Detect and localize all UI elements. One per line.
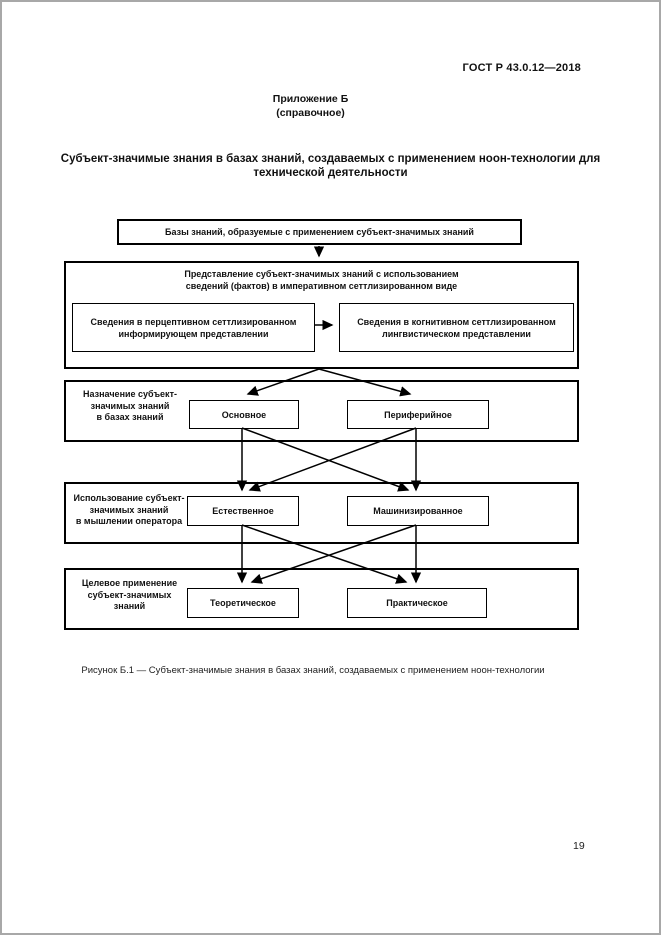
knowledge-bases-box: Базы знаний, образуемые с применением су… (117, 219, 522, 245)
section-title: Субъект-значимые знания в базах знаний, … (60, 153, 601, 179)
purpose-band-label: Назначение субъект- значимых знаний в ба… (83, 389, 177, 422)
representation-box-title: Представление субъект-значимых знаний с … (184, 269, 459, 291)
application-practical-box: Практическое (347, 588, 487, 618)
application-band-label: Целевое применение субъект-значимых знан… (81, 578, 178, 611)
purpose-main-box: Основное (189, 400, 299, 429)
usage-band-label: Использование субъект- значимых знаний в… (73, 493, 185, 526)
application-theoretical-box: Теоретическое (187, 588, 299, 618)
application-band: Целевое применение субъект-значимых знан… (64, 568, 579, 630)
representation-box: Представление субъект-значимых знаний с … (64, 261, 579, 369)
usage-band: Использование субъект- значимых знаний в… (64, 482, 579, 544)
appendix-heading: Приложение Б (справочное) (2, 92, 619, 120)
page-number: 19 (573, 840, 585, 852)
usage-natural-box: Естественное (187, 496, 299, 526)
usage-machine-box: Машинизированное (347, 496, 489, 526)
perceptive-representation-box: Сведения в перцептивном сеттлизированном… (72, 303, 315, 352)
purpose-band: Назначение субъект- значимых знаний в ба… (64, 380, 579, 442)
purpose-peripheral-box: Периферийное (347, 400, 489, 429)
figure-caption: Рисунок Б.1 — Субъект-значимые знания в … (81, 665, 545, 676)
appendix-subtitle: (справочное) (276, 107, 345, 119)
doc-code: ГОСТ Р 43.0.12—2018 (462, 62, 581, 74)
cognitive-representation-box: Сведения в когнитивном сеттлизированном … (339, 303, 574, 352)
appendix-title: Приложение Б (272, 93, 349, 105)
